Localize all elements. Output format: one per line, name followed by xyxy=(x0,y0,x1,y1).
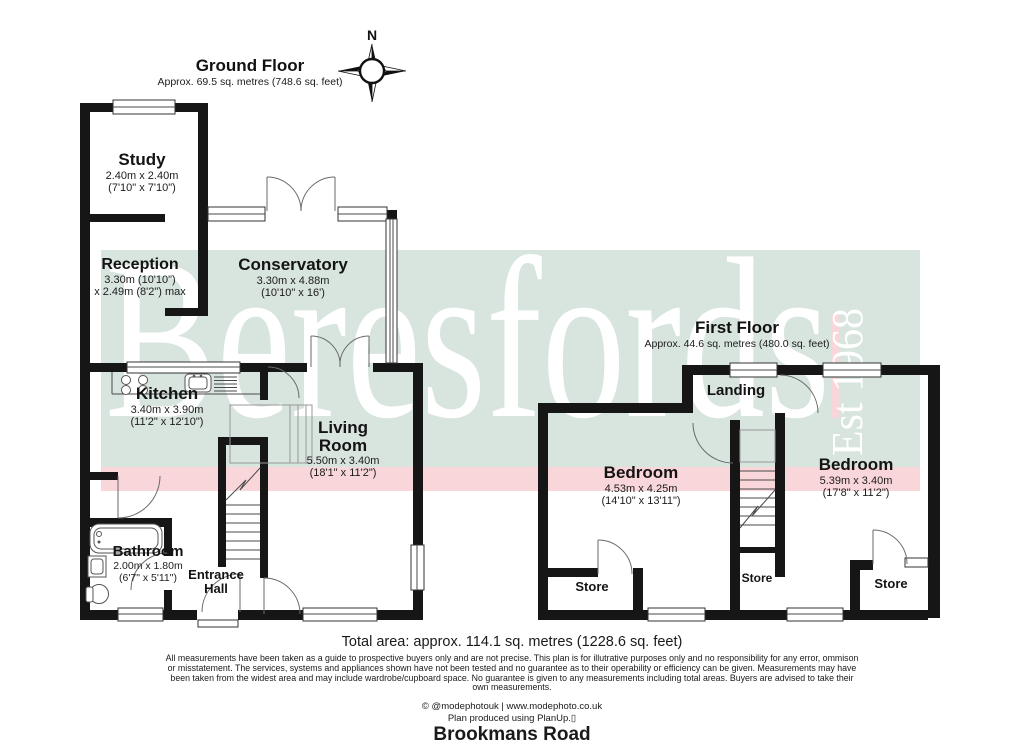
room-label-store-3: Store xyxy=(874,576,908,591)
bathroom-fixtures xyxy=(85,523,163,604)
watermark-brand-text: Beresfords xyxy=(105,211,830,466)
north-arrow-icon: N xyxy=(337,27,407,103)
room-label-kitchen: Kitchen 3.40m x 3.90m (11'2" x 12'10") xyxy=(130,384,204,428)
first-floor-doors xyxy=(597,374,908,575)
kitchen-counter xyxy=(111,372,260,395)
room-label-entrance-hall: Entrance Hall xyxy=(188,567,244,596)
property-address: Brookmans Road xyxy=(433,724,591,744)
first-floor-area: Approx. 44.6 sq. metres (480.0 sq. feet) xyxy=(644,338,830,350)
ground-floor-doors xyxy=(117,176,370,615)
ground-floor-title: Ground Floor xyxy=(195,56,305,75)
room-label-living-room: Living Room 5.50m x 3.40m (18'1" x 11'2"… xyxy=(306,418,380,480)
room-label-bedroom-1: Bedroom 4.53m x 4.25m (14'10" x 13'11") xyxy=(601,463,681,507)
room-label-reception: Reception 3.30m (10'10") x 2.49m (8'2") … xyxy=(94,256,186,298)
ground-floor-windows xyxy=(112,99,425,628)
store-door-leaf xyxy=(904,557,929,568)
room-label-store-2: Store xyxy=(741,571,773,585)
total-area-text: Total area: approx. 114.1 sq. metres (12… xyxy=(341,634,683,650)
room-label-bathroom: Bathroom 2.00m x 1.80m (6'7" x 5'11") xyxy=(112,543,184,584)
front-door-threshold xyxy=(197,619,239,628)
first-floor-windows xyxy=(647,362,929,622)
room-label-conservatory: Conservatory 3.30m x 4.88m (10'10" x 16'… xyxy=(238,255,348,299)
first-floor-title: First Floor xyxy=(694,318,780,337)
north-label: N xyxy=(367,27,377,43)
produced-with-text: Plan produced using PlanUp.▯ xyxy=(447,713,577,724)
room-label-study: Study 2.40m x 2.40m (7'10" x 7'10") xyxy=(105,150,179,194)
room-label-landing: Landing xyxy=(706,382,766,399)
first-floor-walls xyxy=(538,365,940,620)
first-floor-stairs xyxy=(739,429,776,529)
room-label-store-1: Store xyxy=(575,579,609,594)
watermark-established-text: Est 1968 xyxy=(823,308,872,456)
disclaimer-text: All measurements have been taken as a gu… xyxy=(165,653,859,693)
ground-floor-area: Approx. 69.5 sq. metres (748.6 sq. feet) xyxy=(157,76,343,88)
room-label-bedroom-2: Bedroom 5.39m x 3.40m (17'8" x 11'2") xyxy=(818,455,894,499)
ground-floor-stairs xyxy=(225,404,313,560)
credit-text: © @modephotouk | www.modephoto.co.uk xyxy=(421,701,603,712)
